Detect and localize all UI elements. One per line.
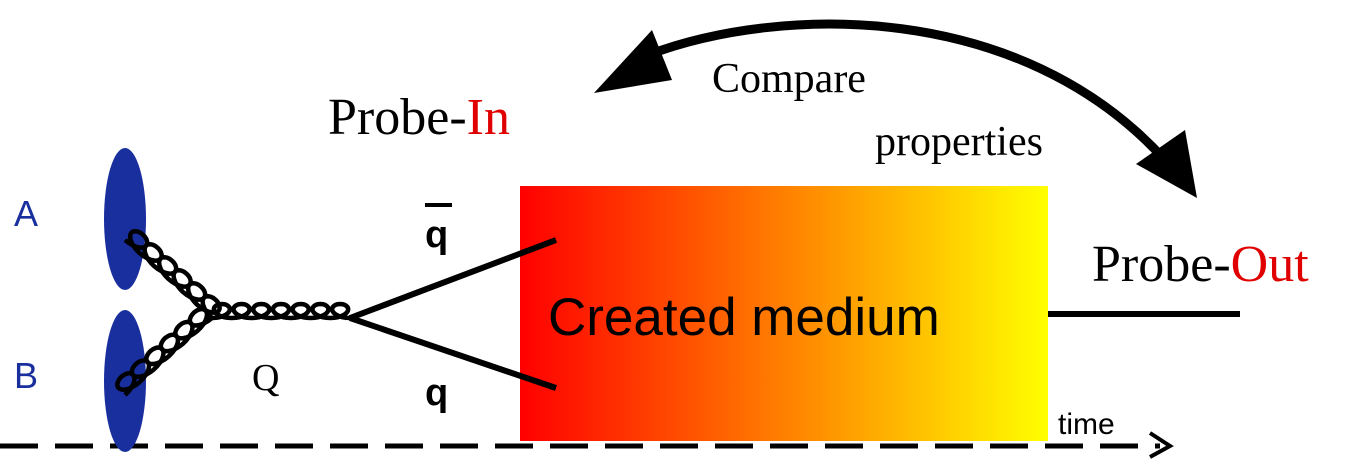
quark-label: q <box>425 372 448 414</box>
nucleus-a-label: A <box>14 193 38 234</box>
probe-in-label: Probe-In <box>328 89 510 146</box>
created-medium-label: Created medium <box>548 288 940 347</box>
nucleus-b <box>104 310 146 452</box>
antiquark-line <box>348 237 558 321</box>
quarkonium-label: Q <box>252 357 279 399</box>
gluon-line-merged <box>211 301 351 321</box>
created-medium-box <box>520 186 1048 441</box>
gluon-line-from-b <box>115 306 214 397</box>
nucleus-a <box>104 148 146 290</box>
compare-arrowhead-left <box>594 30 672 93</box>
probe-out-prefix: Probe- <box>1092 236 1231 293</box>
probe-in-prefix: Probe- <box>328 89 467 146</box>
compare-double-arrow <box>643 19 1170 165</box>
compare-label-line1: Compare <box>712 56 866 102</box>
nucleus-b-label: B <box>14 355 38 396</box>
probe-out-label: Probe-Out <box>1092 236 1309 293</box>
time-axis-label: time <box>1058 408 1115 441</box>
antiquark-label: q <box>425 214 448 256</box>
gluon-line-from-a <box>123 228 222 320</box>
compare-arrowhead-right <box>1136 130 1197 198</box>
quark-line <box>349 315 557 391</box>
compare-label-line2: properties <box>875 119 1043 165</box>
probe-in-suffix: In <box>467 89 510 146</box>
time-axis-arrowhead <box>1148 431 1174 459</box>
probe-out-suffix: Out <box>1231 236 1310 293</box>
